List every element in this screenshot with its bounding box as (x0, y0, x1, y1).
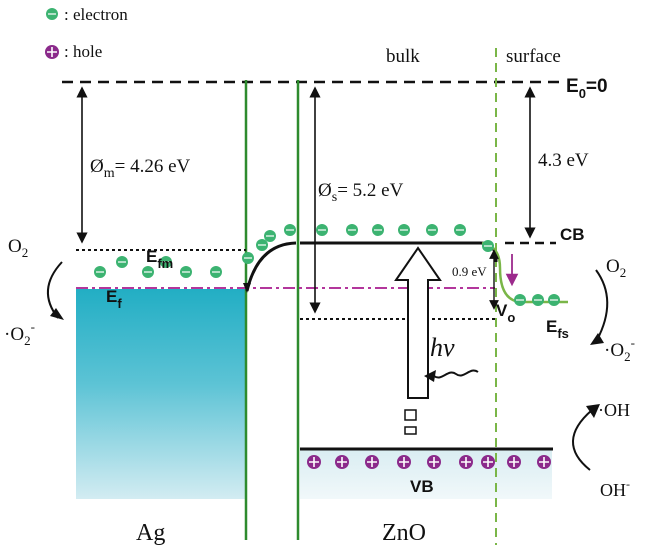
hole-marker-plus (337, 457, 347, 467)
photon-arrow (433, 369, 479, 379)
vacuum-level-label: E0=0 (566, 76, 608, 101)
bulk-label: bulk (386, 46, 420, 67)
conduction-band-surface-bend (481, 241, 568, 304)
vo-label: Vo (496, 301, 515, 325)
hole-marker-plus (461, 457, 471, 467)
holes-group (307, 455, 551, 469)
phi-s-label: Øs= 5.2 eV (318, 180, 404, 205)
oh-oxidation-arrow (572, 409, 593, 471)
oh-oxidation-head (586, 404, 600, 418)
hole-marker-plus (367, 457, 377, 467)
o2-right-label: O2 (606, 256, 626, 280)
efm-label: Efm (146, 247, 173, 271)
hole-marker-plus (509, 457, 519, 467)
efs-label: Efs (546, 317, 569, 341)
oh-radical-label: ·OH (598, 400, 630, 420)
o2-radical-right-label: ·O2- (604, 335, 635, 364)
hole-marker-plus (539, 457, 549, 467)
schottky-bend-curve (245, 241, 297, 292)
semiconductor-label: ZnO (382, 520, 426, 546)
excitation-tail-1 (404, 409, 417, 421)
vb-label: VB (410, 477, 434, 496)
ef-label: Ef (106, 287, 122, 311)
legend-hole-text: : hole (64, 42, 102, 61)
schottky-barrier-tip (243, 283, 251, 293)
o2-reduction-head-right (590, 333, 604, 345)
o2-radical-left-label: ·O2- (4, 319, 35, 348)
hole-marker-plus (399, 457, 409, 467)
conduction-band-line (300, 241, 498, 262)
chi-label: 4.3 eV (538, 150, 589, 171)
surface-label: surface (506, 46, 561, 67)
legend-hole-icon-plus (47, 47, 57, 57)
photon-arrow-head (424, 370, 436, 382)
o2-left-label: O2 (8, 236, 28, 260)
hole-marker-plus (483, 457, 493, 467)
legend-electron-text: : electron (64, 5, 128, 24)
metal-block (76, 289, 246, 499)
excitation-arrow (394, 246, 442, 399)
gap-state-label: 0.9 eV (452, 264, 487, 279)
electrons-group (94, 224, 560, 306)
phi-m-label: Øm= 4.26 eV (90, 156, 191, 181)
o2-reduction-head-left (50, 308, 64, 320)
o2-reduction-arrow-right (595, 269, 609, 341)
hole-marker-plus (309, 457, 319, 467)
metal-label: Ag (136, 520, 165, 546)
excitation-tail-2 (404, 426, 417, 435)
light-label: hν (430, 333, 455, 362)
oh-ion-label: OH- (600, 477, 630, 500)
cb-label: CB (560, 225, 585, 244)
hole-marker-plus (429, 457, 439, 467)
